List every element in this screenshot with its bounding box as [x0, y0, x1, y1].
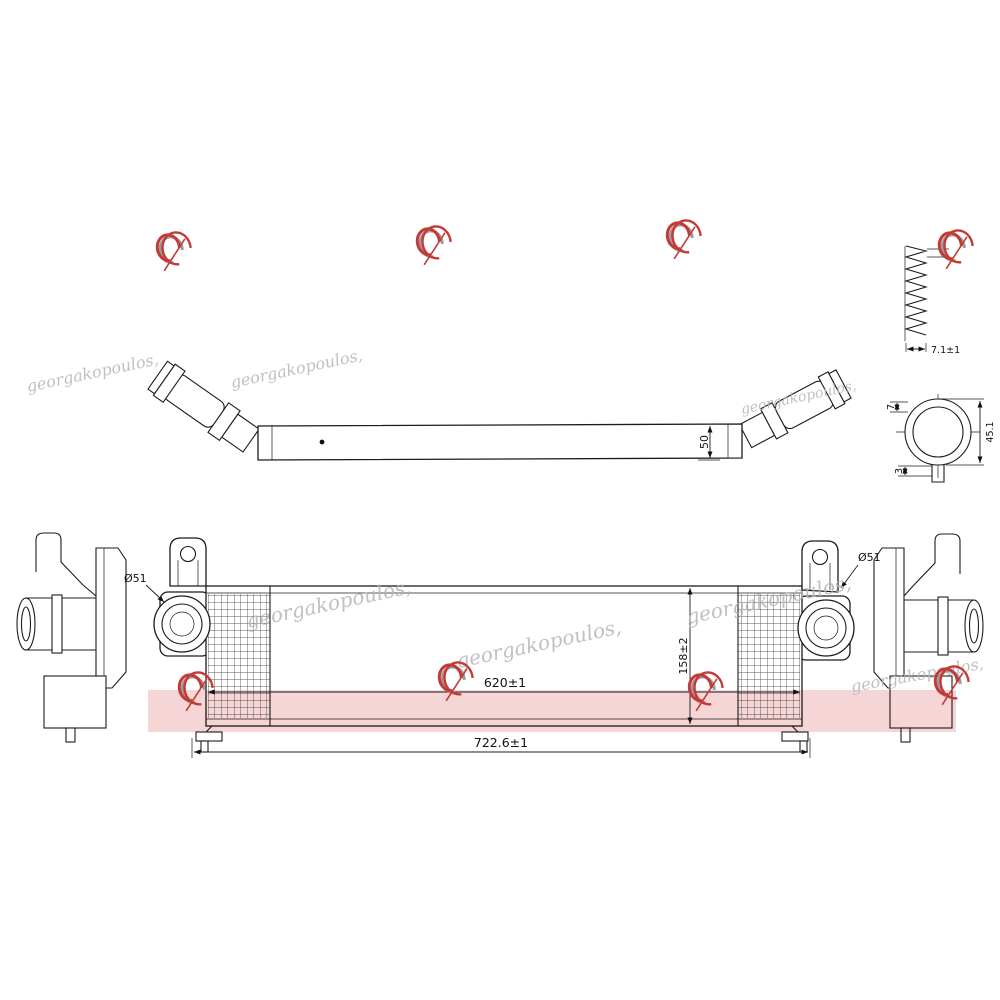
- tube-weld-dot: [319, 439, 325, 445]
- dimension-top-height: 50: [698, 423, 720, 461]
- dimension-detail-gap: 3: [894, 465, 932, 477]
- dimension-fin-pitch: 7.1±1: [905, 343, 960, 356]
- brand-logo-icon: [935, 226, 978, 271]
- dim-overall-width-label: 722.6±1: [474, 735, 528, 750]
- dimension-port-left: Ø51: [124, 572, 165, 603]
- top-view: 50: [147, 360, 852, 461]
- dim-detail-diameter-label: 45.1: [985, 421, 996, 442]
- pipe-section-detail: 7 3 45.1: [886, 394, 996, 483]
- dim-fin-pitch-label: 7.1±1: [931, 345, 960, 356]
- dimension-overall-width: 722.6±1: [191, 735, 811, 758]
- brand-logo-icon: [153, 228, 196, 273]
- brand-logo-icon: [663, 216, 706, 261]
- watermark-text: georgakopoulos,: [25, 349, 160, 396]
- dim-core-height-label: 158±2: [677, 637, 690, 674]
- dim-top-height-label: 50: [698, 435, 711, 449]
- left-side-hook: [35, 532, 97, 597]
- top-view-left-pipe: [147, 360, 260, 453]
- brand-logo-icon: [413, 222, 456, 267]
- right-bracket-hole: [811, 548, 829, 566]
- left-bracket-hole: [179, 545, 197, 563]
- dimension-detail-diameter: 45.1: [940, 398, 996, 466]
- dimension-port-right: Ø51: [840, 551, 881, 589]
- dimension-detail-offset: 7: [886, 401, 908, 413]
- dim-detail-gap-label: 3: [894, 468, 905, 474]
- highlight-band: [148, 690, 956, 732]
- dim-port-left-label: Ø51: [124, 572, 147, 585]
- fin-profile-detail: 7.1±1: [904, 245, 960, 356]
- top-view-right-pipe: [738, 369, 852, 449]
- dim-core-width-label: 620±1: [484, 675, 526, 690]
- dim-port-right-label: Ø51: [858, 551, 881, 564]
- left-side-isolator-block: [43, 675, 107, 729]
- watermark-text: georgakopoulos,: [229, 345, 364, 392]
- right-bracket: [801, 540, 839, 593]
- left-side-pin: [65, 727, 76, 743]
- top-view-tube: [257, 423, 743, 461]
- right-side-hook: [903, 533, 961, 597]
- left-side-view: [16, 532, 127, 743]
- right-side-plate: [873, 547, 905, 689]
- dim-detail-offset-label: 7: [886, 404, 897, 410]
- left-side-plate: [95, 547, 127, 689]
